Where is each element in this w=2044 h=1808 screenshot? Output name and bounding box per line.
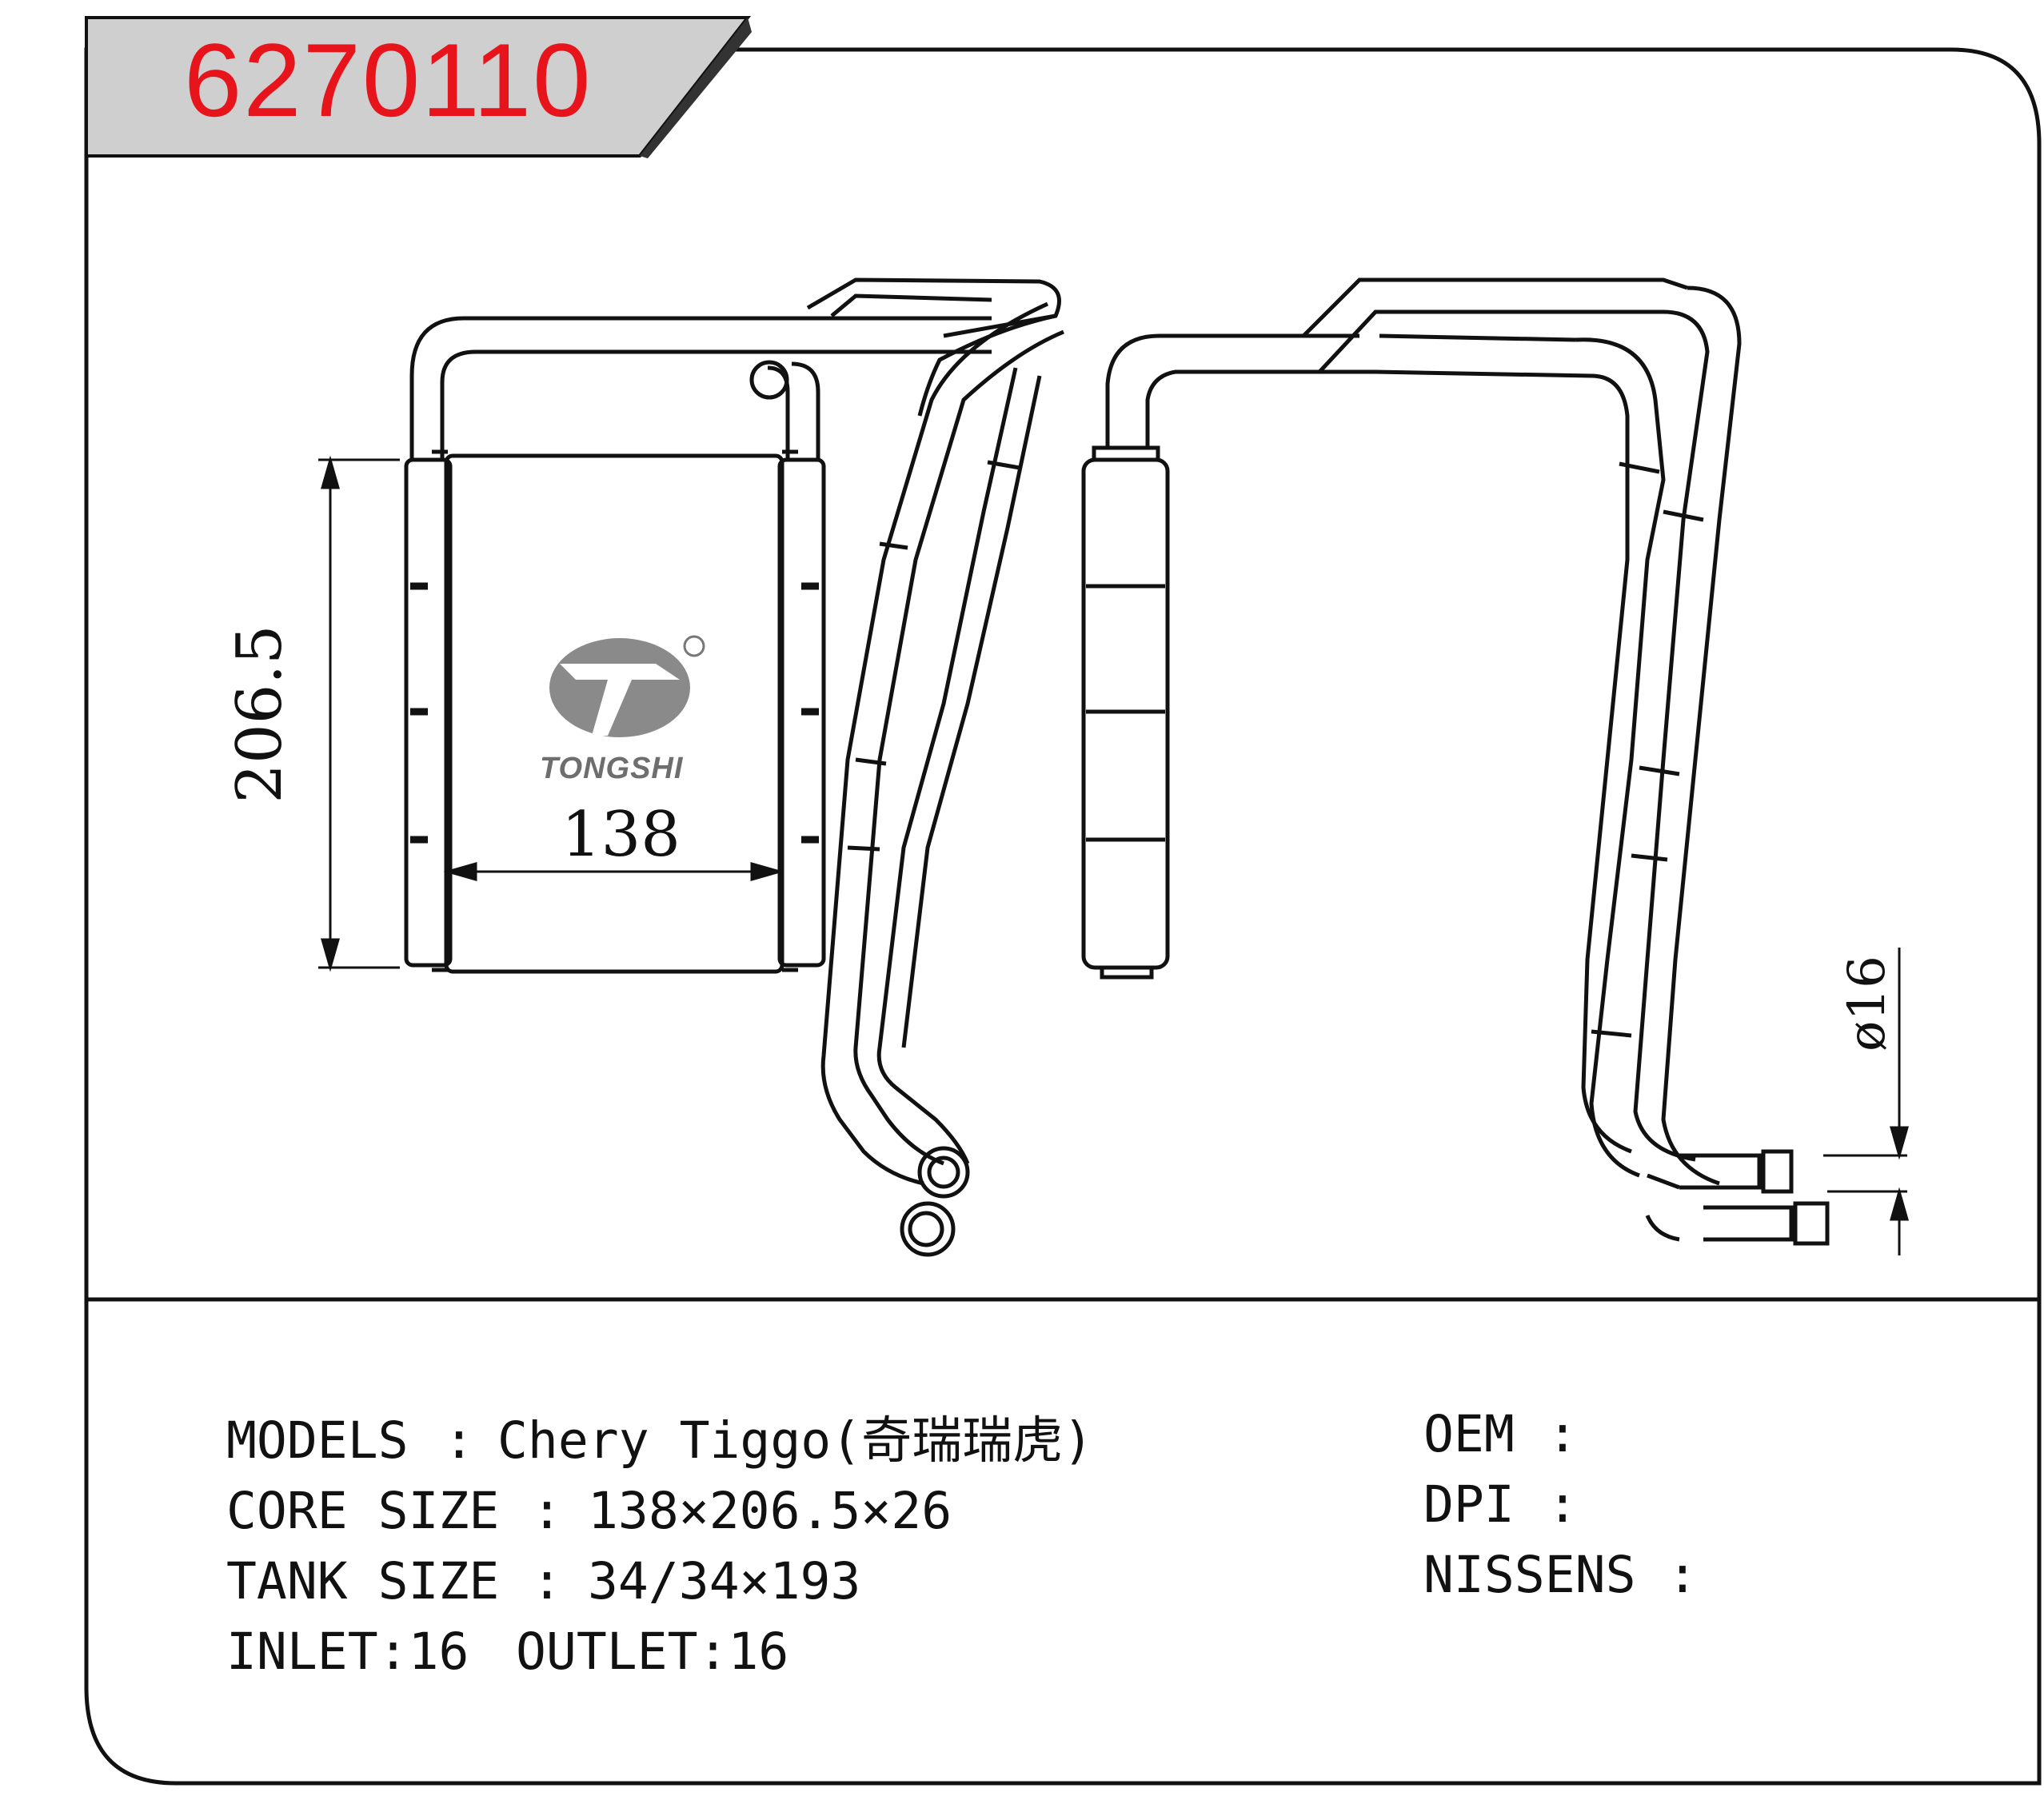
core-width-dimension: 138 [561,799,681,871]
brand-name: TONGSHI [540,752,684,785]
inlet-size: INLET:16 [226,1622,469,1681]
dpi-sep: : [1547,1475,1578,1534]
left-tank [404,457,453,968]
diameter-dimension [1823,948,1909,1255]
front-view [404,277,1064,1257]
core-height-dimension: 206.5 [224,625,296,804]
pipe-diameter-dimension: ø16 [1838,956,1897,1052]
nissens-sep: : [1667,1546,1698,1604]
title-banner-shadow [640,18,752,158]
dpi-label: DPI [1423,1475,1515,1534]
core-size-label: CORE SIZE [226,1482,500,1540]
tank-size-value: 34/34×193 [588,1552,861,1610]
tank-size-label: TANK SIZE [226,1552,500,1610]
models-value: Chery Tiggo(奇瑞瑞虎) [497,1411,1094,1470]
part-number: 6270110 [184,22,593,138]
outer-frame [84,47,2042,1786]
core-size-sep: : [532,1482,562,1540]
dimension-lines [318,455,784,972]
oem-sep: : [1547,1405,1578,1463]
oem-label: OEM [1423,1405,1515,1463]
models-sep: : [444,1411,474,1470]
side-core [1081,457,1170,970]
core [444,453,784,974]
tank-size-sep: : [532,1552,562,1610]
side-view [1081,277,1830,1246]
brand-logo [549,635,705,737]
right-tank [777,457,826,968]
models-label: MODELS [226,1411,409,1470]
outlet-size: OUTLET:16 [516,1622,789,1681]
nissens-label: NISSENS [1423,1546,1636,1604]
core-size-value: 138×206.5×26 [588,1482,952,1540]
